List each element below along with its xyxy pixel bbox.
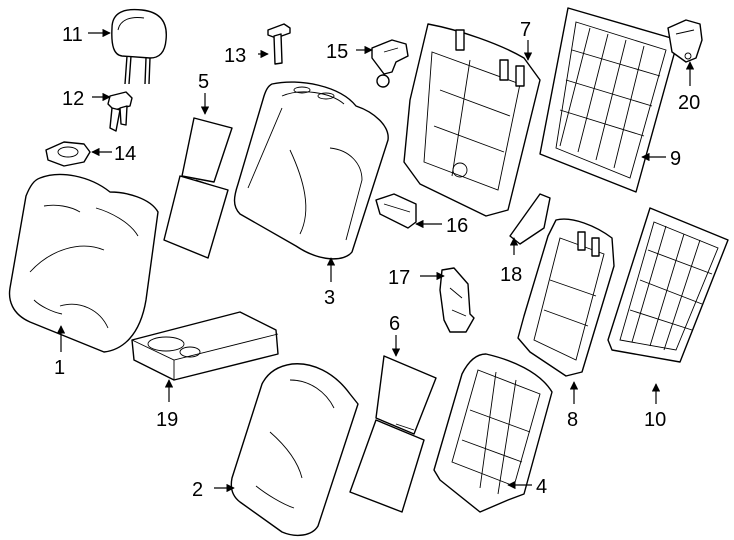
callout-1: 1 — [54, 357, 65, 379]
callout-5: 5 — [198, 71, 209, 93]
callout-11: 11 — [62, 24, 83, 46]
callout-15: 15 — [326, 41, 348, 63]
callout-9: 9 — [670, 148, 681, 170]
part-13-bolt[interactable] — [267, 23, 291, 65]
part-7-frame[interactable] — [403, 23, 541, 217]
part-12-headrest-guide[interactable] — [107, 91, 133, 132]
callout-7: 7 — [520, 19, 531, 41]
callout-6: 6 — [389, 313, 400, 335]
callout-3: 3 — [324, 287, 335, 309]
part-3-seat-back[interactable] — [233, 81, 389, 260]
part-18-trim[interactable] — [509, 193, 551, 245]
part-9-back-panel[interactable] — [539, 7, 679, 193]
part-20-bracket[interactable] — [667, 19, 703, 63]
callout-2: 2 — [192, 479, 203, 501]
part-11-headrest[interactable] — [111, 8, 167, 85]
part-17-bracket[interactable] — [439, 267, 475, 333]
callout-10: 10 — [644, 409, 666, 431]
callout-17: 17 — [388, 267, 410, 289]
part-14-bracket[interactable] — [45, 141, 91, 167]
callout-19: 19 — [156, 409, 178, 431]
callout-20: 20 — [678, 92, 700, 114]
part-4-inner-panel[interactable] — [433, 353, 553, 513]
callout-18: 18 — [500, 264, 522, 286]
callout-13: 13 — [224, 45, 246, 67]
part-8-inner-frame[interactable] — [517, 218, 615, 377]
part-5-panel[interactable] — [163, 117, 233, 259]
part-2-lower-seat-back[interactable] — [230, 363, 359, 537]
part-15-latch[interactable] — [371, 39, 409, 88]
callout-14: 14 — [114, 143, 136, 165]
part-10-back-panel[interactable] — [607, 207, 729, 363]
part-1-seat-cushion[interactable] — [8, 173, 159, 353]
part-6-panel[interactable] — [349, 355, 437, 513]
callout-4: 4 — [536, 476, 547, 498]
part-16-bracket[interactable] — [375, 193, 417, 229]
callout-16: 16 — [446, 215, 468, 237]
part-19-armrest[interactable] — [131, 311, 279, 381]
callout-12: 12 — [62, 88, 84, 110]
callout-8: 8 — [567, 409, 578, 431]
